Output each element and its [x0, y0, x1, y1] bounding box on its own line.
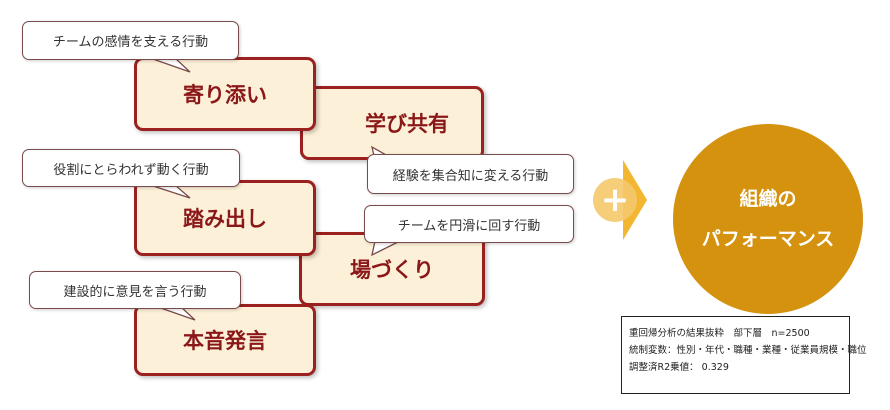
- behavior-bazukuri: 場づくり: [299, 232, 485, 306]
- behavior-bazukuri-label: 場づくり: [350, 258, 434, 282]
- behavior-honne-label: 本音発言: [183, 329, 267, 353]
- behavior-yorisoi: 寄り添い: [134, 57, 316, 131]
- behavior-manabi-label: 学び共有: [365, 112, 449, 136]
- plus-icon: +: [600, 180, 630, 220]
- behavior-fumidashi-label: 踏み出し: [183, 207, 267, 231]
- behavior-manabi: 学び共有: [300, 86, 484, 160]
- callout-experience-text: 経験を集合知に変える行動: [392, 168, 549, 184]
- callout-smooth: チームを円滑に回す行動: [364, 205, 574, 243]
- callout-team-emotion: チームの感情を支える行動: [22, 21, 239, 60]
- behavior-yorisoi-label: 寄り添い: [183, 83, 267, 107]
- callout-role: 役割にとらわれず動く行動: [22, 149, 240, 187]
- notes-line3: 調整済R2乗値： 0.329: [629, 362, 729, 373]
- callout-smooth-text: チームを円滑に回す行動: [397, 218, 541, 234]
- callout-team-emotion-text: チームの感情を支える行動: [52, 35, 209, 50]
- notes-line1: 重回帰分析の結果抜粋 部下層 n=2500: [629, 328, 810, 339]
- notes-line2: 統制変数：性別・年代・職種・業種・従業員規模・職位: [629, 345, 867, 356]
- behavior-fumidashi: 踏み出し: [134, 180, 316, 256]
- callout-constructive-text: 建設的に意見を言う行動: [63, 284, 207, 300]
- result-circle: 組織の パフォーマンス: [673, 124, 863, 314]
- result-line2: パフォーマンス: [701, 228, 835, 250]
- callout-role-text: 役割にとらわれず動く行動: [53, 162, 209, 178]
- callout-constructive: 建設的に意見を言う行動: [29, 271, 241, 309]
- analysis-notes: 重回帰分析の結果抜粋 部下層 n=2500 統制変数：性別・年代・職種・業種・従…: [621, 316, 867, 394]
- callout-experience: 経験を集合知に変える行動: [367, 154, 574, 194]
- plus-arrow-icon: [593, 160, 647, 240]
- result-line1: 組織の: [739, 188, 797, 210]
